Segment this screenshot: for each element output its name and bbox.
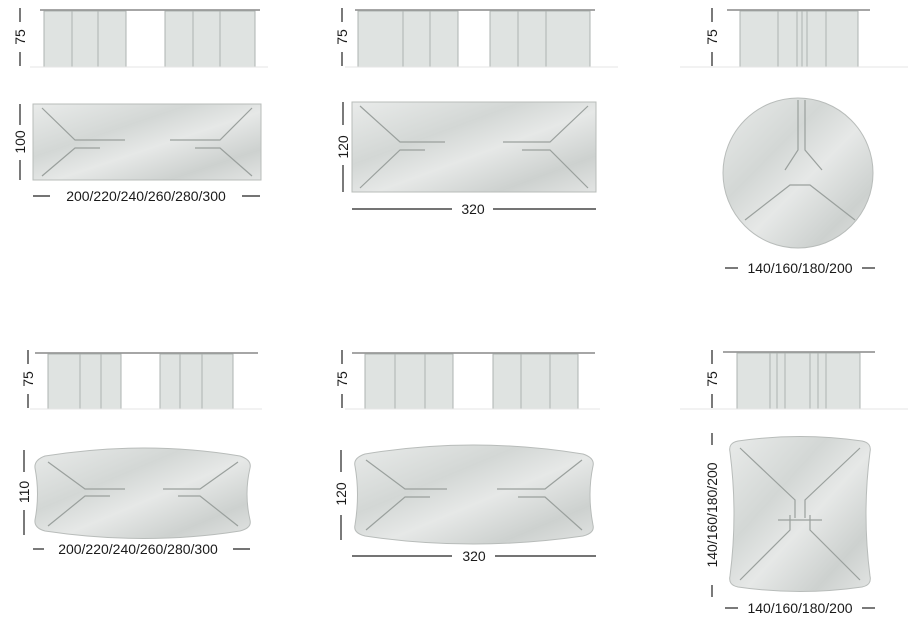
table-round: 75 140/160/180/200 <box>680 8 908 276</box>
height-dimension: 75 <box>334 350 350 408</box>
depth-dimension: 100 <box>12 104 28 180</box>
depth-dimension: 110 <box>16 450 32 535</box>
side-view <box>345 9 618 68</box>
height-label: 75 <box>704 29 720 45</box>
height-dimension: 75 <box>334 8 350 66</box>
depth-label: 120 <box>335 135 351 159</box>
width-label: 200/220/240/260/280/300 <box>66 188 226 204</box>
table-shaped-small: 75 110 200/220/240/260/280/300 <box>16 350 262 557</box>
width-label: 320 <box>462 548 486 564</box>
height-dimension: 75 <box>20 350 36 408</box>
table-rect-small: 75 100 200/220/240/260/280/300 <box>12 8 268 204</box>
width-label: 320 <box>461 201 485 217</box>
table-square: 75 140/160/180/200 140/160/180/200 <box>680 350 908 616</box>
height-label: 75 <box>20 371 36 387</box>
height-label: 75 <box>334 29 350 45</box>
top-view <box>32 103 262 181</box>
height-dimension: 75 <box>704 8 720 66</box>
depth-label: 110 <box>16 481 32 504</box>
width-label: 140/160/180/200 <box>747 260 852 276</box>
table-rect-large: 75 120 320 <box>334 8 618 217</box>
depth-label: 120 <box>333 482 349 506</box>
top-view <box>351 101 597 193</box>
depth-dimension: 120 <box>335 102 351 192</box>
top-view <box>722 97 874 249</box>
width-dimension: 320 <box>352 201 596 217</box>
width-dimension: 140/160/180/200 <box>725 260 875 276</box>
side-view <box>680 9 908 68</box>
width-label: 140/160/180/200 <box>747 600 852 616</box>
side-view <box>30 352 262 410</box>
depth-dimension: 120 <box>333 450 349 540</box>
height-dimension: 75 <box>704 350 720 408</box>
height-label: 75 <box>12 29 28 45</box>
width-dimension: 320 <box>352 548 596 564</box>
height-label: 75 <box>704 371 720 387</box>
side-view <box>680 351 908 410</box>
width-label: 200/220/240/260/280/300 <box>58 541 218 557</box>
top-view <box>354 444 594 545</box>
table-shaped-large: 75 120 320 <box>333 350 600 564</box>
side-view <box>345 352 600 410</box>
depth-label: 140/160/180/200 <box>704 462 720 567</box>
width-dimension: 140/160/180/200 <box>725 600 875 616</box>
depth-dimension: 140/160/180/200 <box>704 433 720 597</box>
width-dimension: 200/220/240/260/280/300 <box>33 188 260 204</box>
top-view <box>729 436 871 592</box>
height-label: 75 <box>334 371 350 387</box>
height-dimension: 75 <box>12 8 28 66</box>
width-dimension: 200/220/240/260/280/300 <box>33 541 250 557</box>
side-view <box>30 9 268 68</box>
depth-label: 100 <box>12 130 28 154</box>
top-view <box>34 447 251 539</box>
